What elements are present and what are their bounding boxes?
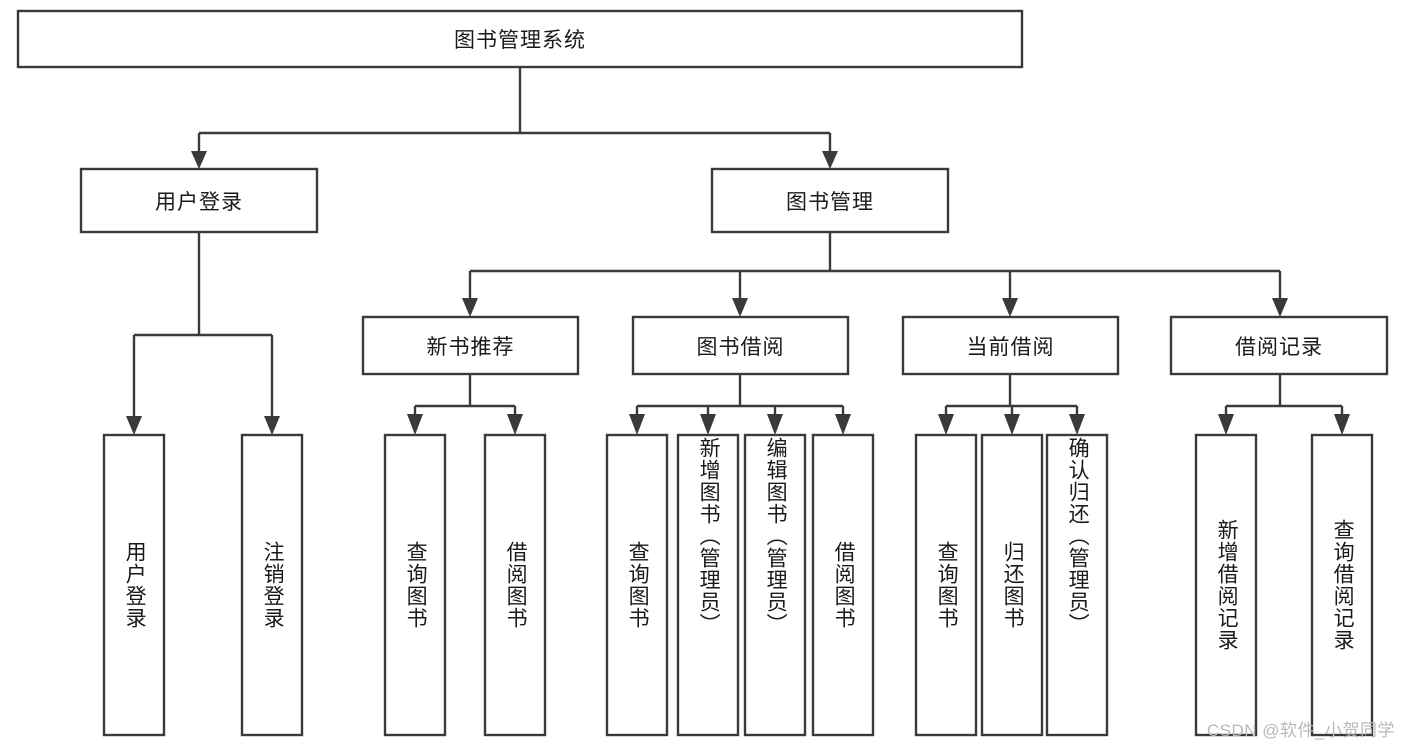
arrow-head-new-book-recommend-leaf-0	[407, 414, 423, 435]
connector-current-borrow-to-leaves	[938, 374, 1085, 435]
leaf-box-borrow-record-0[interactable]	[1194, 433, 1258, 737]
connector-root-to-level2	[191, 67, 838, 169]
node-box-current-borrow[interactable]	[901, 315, 1120, 376]
connector-book-manage-to-level3	[462, 232, 1288, 317]
leaf-box-book-borrow-2[interactable]	[743, 433, 807, 737]
leaf-box-user-login-1[interactable]	[240, 433, 304, 737]
arrow-head-user-login-leaf-0	[126, 416, 142, 435]
arrow-head-book-manage	[822, 151, 838, 169]
node-box-new-book-recommend[interactable]	[361, 315, 580, 376]
arrow-head-book-borrow	[732, 298, 748, 317]
connector-new-book-recommend-to-leaves	[407, 374, 523, 435]
arrow-head-current-borrow	[1002, 298, 1018, 317]
leaf-box-current-borrow-1[interactable]	[980, 433, 1044, 737]
leaf-box-book-borrow-3[interactable]	[811, 433, 875, 737]
node-box-borrow-record[interactable]	[1169, 315, 1389, 376]
arrow-head-borrow-record-leaf-0	[1218, 414, 1234, 435]
node-box-book-manage[interactable]	[710, 167, 950, 234]
leaf-box-current-borrow-2[interactable]	[1045, 433, 1109, 737]
arrow-head-book-borrow-leaf-1	[700, 414, 716, 435]
arrow-head-borrow-record-leaf-1	[1334, 414, 1350, 435]
node-box-book-borrow[interactable]	[631, 315, 850, 376]
arrow-head-user-login	[191, 151, 207, 169]
leaf-box-borrow-record-1[interactable]	[1310, 433, 1374, 737]
leaf-box-current-borrow-0[interactable]	[914, 433, 978, 737]
leaf-box-new-book-recommend-0[interactable]	[383, 433, 447, 737]
arrow-head-book-borrow-leaf-0	[629, 414, 645, 435]
arrow-head-current-borrow-leaf-2	[1069, 414, 1085, 435]
leaf-box-new-book-recommend-1[interactable]	[483, 433, 547, 737]
arrow-head-current-borrow-leaf-0	[938, 414, 954, 435]
connector-user-login-to-leaves	[126, 232, 280, 435]
leaf-box-user-login-0[interactable]	[102, 433, 166, 737]
leaf-box-book-borrow-1[interactable]	[676, 433, 740, 737]
arrow-head-new-book-recommend	[462, 298, 478, 317]
arrow-head-book-borrow-leaf-3	[835, 414, 851, 435]
arrow-head-book-borrow-leaf-2	[767, 414, 783, 435]
arrow-head-user-login-leaf-1	[264, 416, 280, 435]
leaf-box-book-borrow-0[interactable]	[605, 433, 669, 737]
arrow-head-current-borrow-leaf-1	[1004, 414, 1020, 435]
arrow-head-new-book-recommend-leaf-1	[507, 414, 523, 435]
connector-borrow-record-to-leaves	[1218, 374, 1350, 435]
node-box-root[interactable]	[16, 9, 1024, 69]
connector-book-borrow-to-leaves	[629, 374, 851, 435]
node-box-user-login[interactable]	[79, 167, 319, 234]
arrow-head-borrow-record	[1272, 298, 1288, 317]
